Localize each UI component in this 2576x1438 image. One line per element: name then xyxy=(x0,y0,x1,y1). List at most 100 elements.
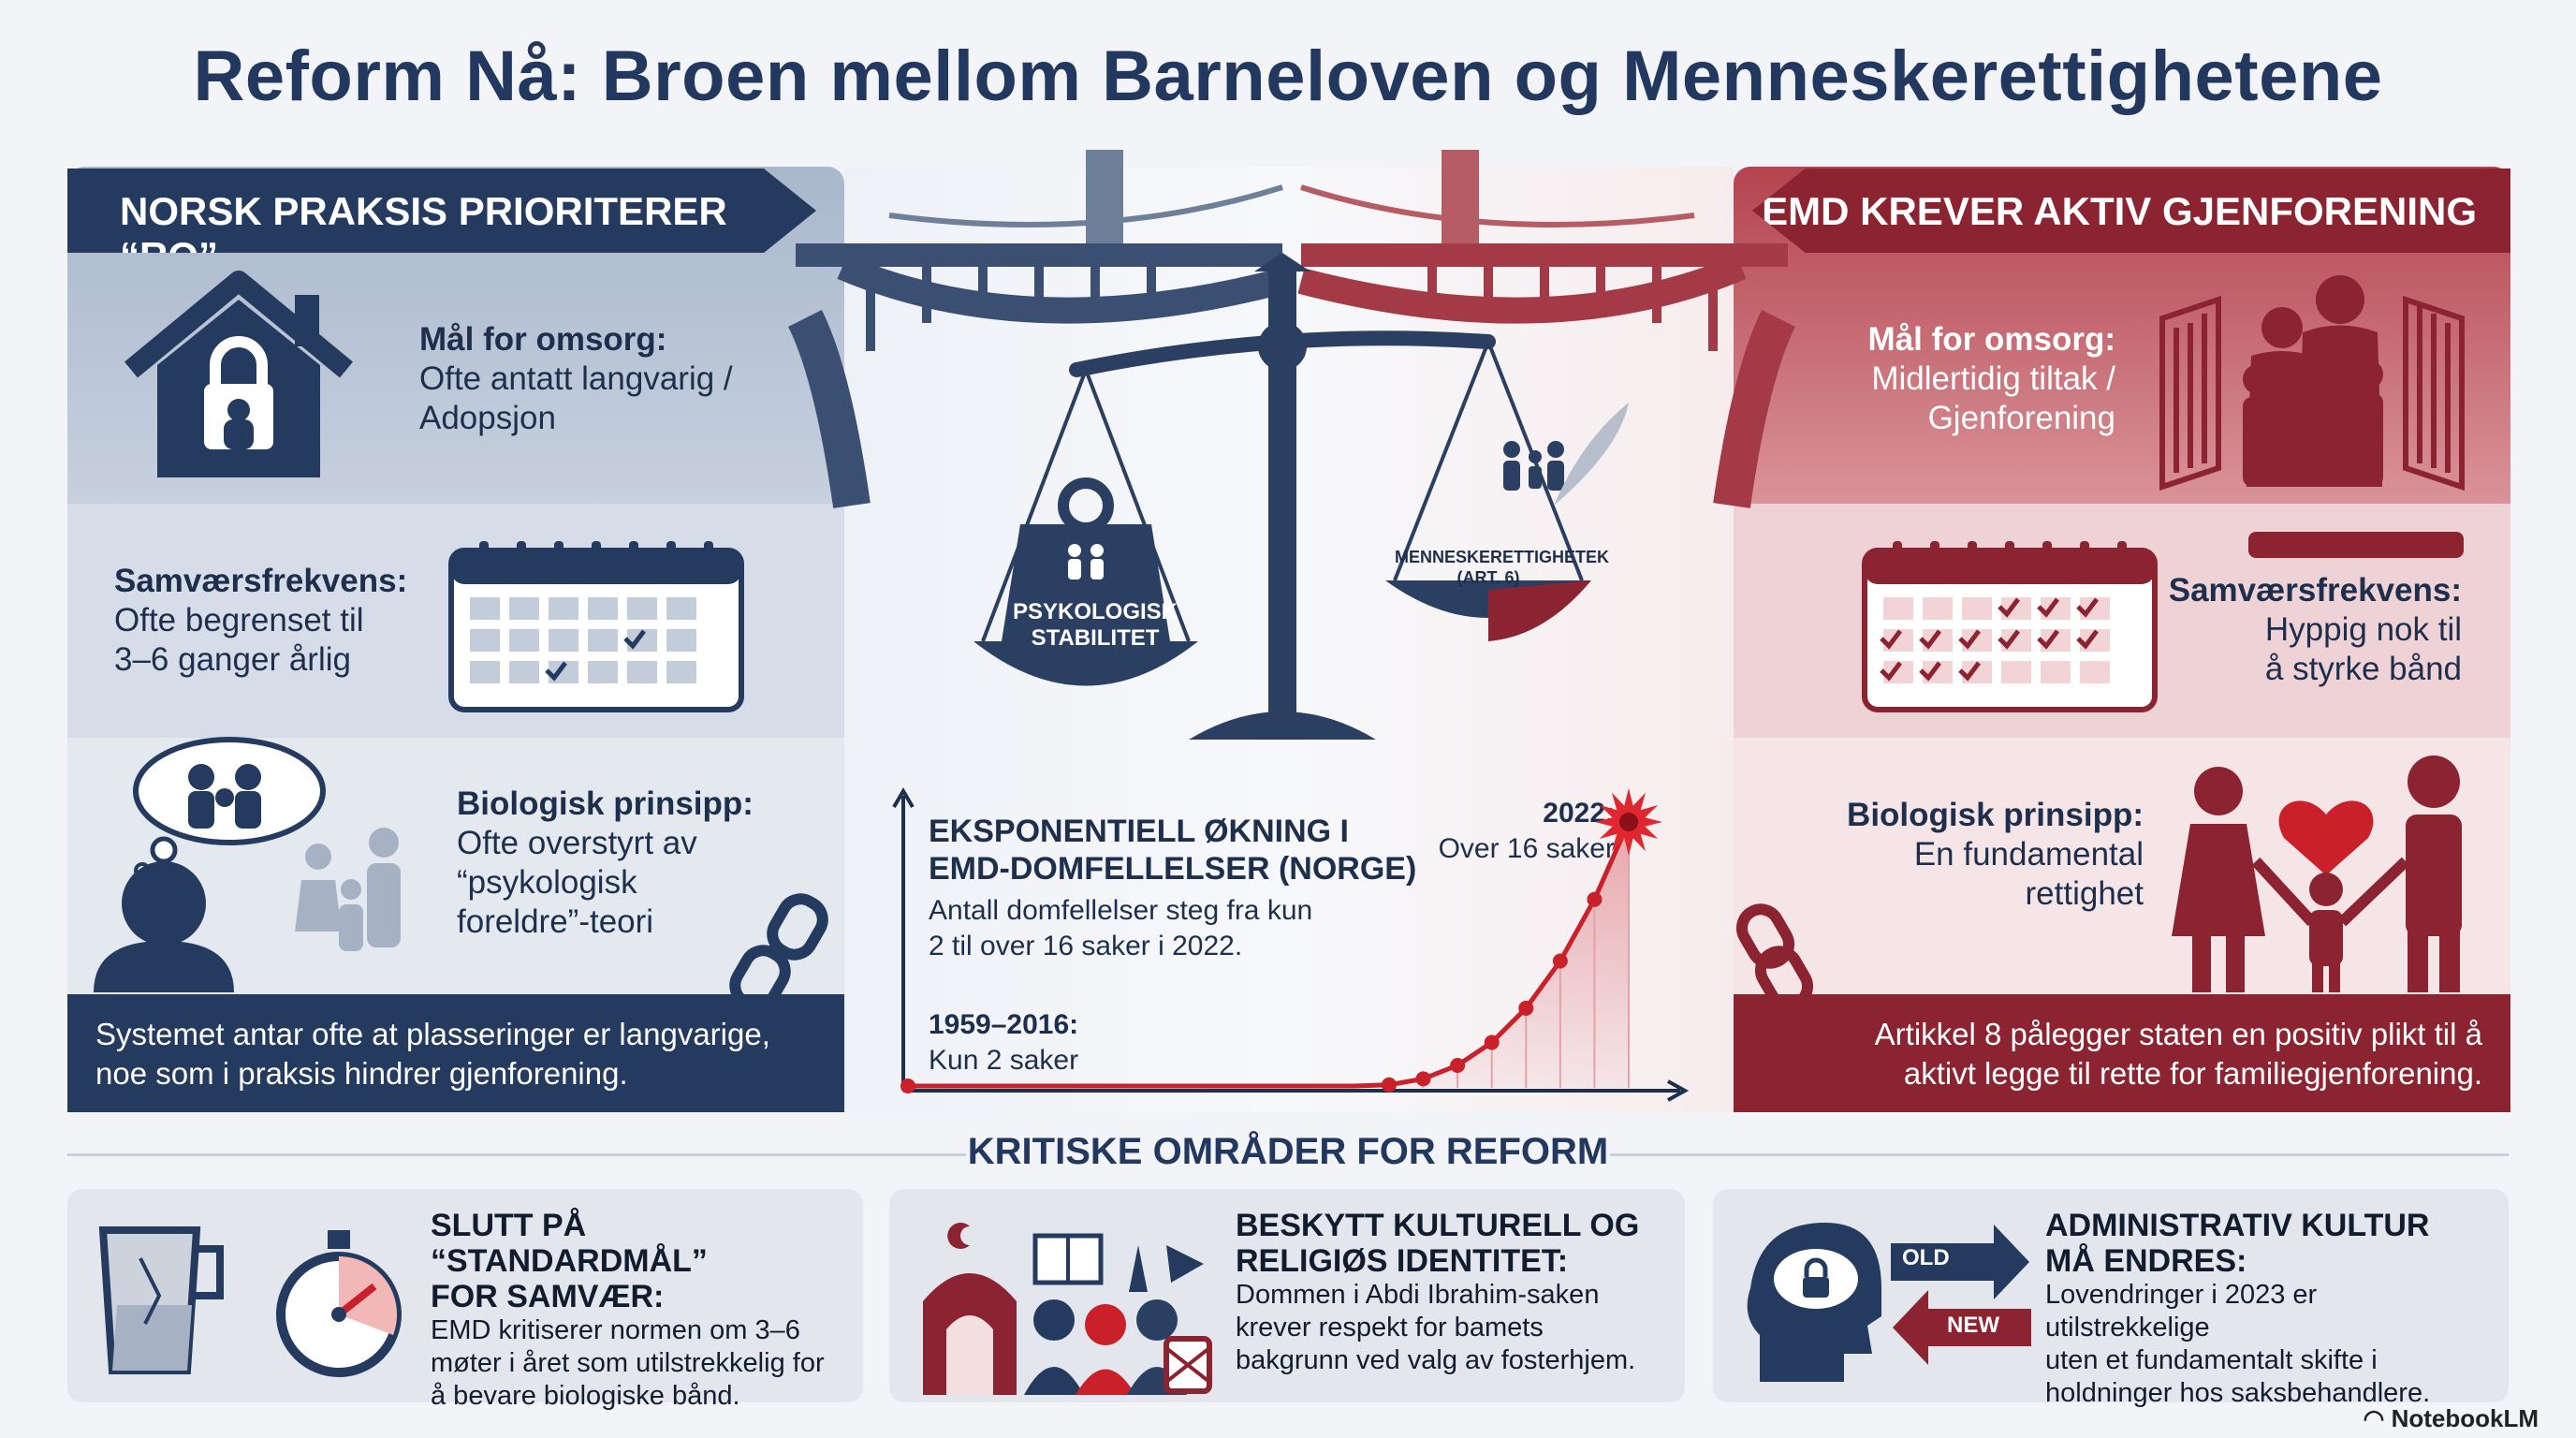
right-goal-text: Mål for omsorg: Midlertidig tiltak / Gje… xyxy=(1741,320,2115,438)
chart-series-line xyxy=(908,820,1632,1089)
old-new-arrows-icon xyxy=(1891,1225,2031,1365)
left-footer-line2: noe som i praksis hindrer gjenforening. xyxy=(95,1056,628,1091)
right-goal-line1: Midlertidig tiltak / xyxy=(1871,360,2115,397)
reform-card-culture-heading2: MÅ ENDRES: xyxy=(2045,1243,2247,1279)
reform-card-visitation-line1: EMD kritiserer normen om 3–6 xyxy=(431,1315,800,1345)
left-footer: Systemet antar ofte at plasseringer er l… xyxy=(67,994,844,1112)
left-goal-line1: Ofte antatt langvarig / xyxy=(419,360,733,397)
left-biology-label: Biologisk prinsipp: xyxy=(457,785,754,822)
reform-card-visitation-heading1: SLUTT PÅ “STANDARDMÅL” xyxy=(431,1208,708,1279)
right-goal-label: Mål for omsorg: xyxy=(1867,321,2115,358)
chart-title-line1: EKSPONENTIELL ØKNING I xyxy=(929,814,1349,849)
reform-card-culture-line2: uten et fundamentalt skifte i xyxy=(2045,1345,2378,1375)
scale-left-weight-line2: STABILITET xyxy=(1031,625,1160,651)
right-footer-line2: aktivt legge til rette for familiegjenfo… xyxy=(1903,1056,2482,1091)
chart-subtitle: Antall domfellelser steg fra kun 2 til o… xyxy=(929,893,1490,964)
left-goal-text: Mål for omsorg: Ofte antatt langvarig / … xyxy=(419,320,812,438)
divider-right xyxy=(1610,1153,2509,1156)
chart-title: EKSPONENTIELL ØKNING I EMD-DOMFELLELSER … xyxy=(929,813,1490,888)
calendar-frequent-icon xyxy=(1862,541,2158,712)
chart-subtitle-line1: Antall domfellelser steg fra kun xyxy=(929,895,1313,926)
chart-subtitle-line2: 2 til over 16 saker i 2022. xyxy=(929,931,1243,961)
brand-logo: ◠ NotebookLM xyxy=(2364,1404,2539,1433)
broken-chain-icon xyxy=(729,893,828,1012)
right-footer-line1: Artikkel 8 pålegger staten en positiv pl… xyxy=(1874,1017,2482,1051)
divider-left xyxy=(67,1153,966,1156)
scale-left-weight-line1: PSYKOLOGISK xyxy=(1012,599,1178,624)
bridge-and-scale-illustration xyxy=(787,150,1796,740)
child-thinking-family-icon xyxy=(94,737,401,992)
chart-point xyxy=(1552,953,1568,969)
right-frequency-line1: Hyppig nok til xyxy=(2264,611,2462,648)
chart-point xyxy=(900,1078,915,1093)
chart-end-point xyxy=(1619,813,1638,831)
reform-card-visitation: SLUTT PÅ “STANDARDMÅL” FOR SAMVÆR: EMD k… xyxy=(67,1189,863,1411)
chart-end-label-line2: Over 16 saker xyxy=(1438,833,1615,864)
left-frequency-line1: Ofte begrenset til xyxy=(114,602,364,638)
left-biology-line2: “psykologisk xyxy=(457,864,637,901)
cultural-identity-icon xyxy=(923,1223,1212,1395)
chart-area xyxy=(908,822,1629,1088)
reform-card-identity-line1: Dommen i Abdi Ibrahim-saken xyxy=(1236,1280,1600,1310)
page-title: Reform Nå: Broen mellom Barneloven og Me… xyxy=(193,37,2383,116)
reform-card-visitation-text: SLUTT PÅ “STANDARDMÅL” FOR SAMVÆR: EMD k… xyxy=(431,1208,852,1413)
reform-card-visitation-heading2: FOR SAMVÆR: xyxy=(431,1279,665,1314)
scale-right-pan-line1: MENNESKERETTIGHETEK xyxy=(1395,548,1610,566)
calendar-sparse-icon xyxy=(448,541,744,712)
left-frequency-text: Samværsfrekvens: Ofte begrenset til 3–6 … xyxy=(114,562,451,680)
right-frequency-line2: å styrke bånd xyxy=(2264,651,2462,687)
reform-card-identity: BESKYTT KULTURELL OG RELIGIØS IDENTITET:… xyxy=(889,1189,1685,1402)
scale-right-pan-line2: (ART. 6) xyxy=(1456,568,1520,587)
right-biology-text: Biologisk prinsipp: En fundamental retti… xyxy=(1807,796,2144,914)
left-header: NORSK PRAKSIS PRIORITERER “RO” xyxy=(67,169,816,253)
right-header: EMD KREVER AKTIV GJENFORENING xyxy=(1752,169,2510,253)
reform-card-visitation-line3: å bevare biologiske bånd. xyxy=(431,1381,740,1411)
left-biology-text: Biologisk prinsipp: Ofte overstyrt av “p… xyxy=(457,785,831,942)
reform-card-visitation-line2: møter i året som utilstrekkelig for xyxy=(431,1348,825,1378)
family-heart-icon xyxy=(2172,756,2462,992)
scale-left-weight-label: PSYKOLOGISK STABILITET xyxy=(1002,599,1189,652)
open-gate-family-icon xyxy=(2159,275,2465,492)
calendar-tab-icon xyxy=(2248,532,2464,558)
right-footer: Artikkel 8 pålegger staten en positiv pl… xyxy=(1734,994,2510,1112)
reform-card-culture-text: ADMINISTRATIV KULTUR MÅ ENDRES: Lovendri… xyxy=(2045,1208,2485,1410)
reform-card-culture-line1: Lovendringer i 2023 er utilstrekkelige xyxy=(2045,1280,2318,1343)
growth-chart xyxy=(892,787,1690,1102)
right-goal-line2: Gjenforening xyxy=(1927,400,2115,436)
reform-card-identity-line2: krever respekt for bamets xyxy=(1236,1313,1544,1343)
brand-name: NotebookLM xyxy=(2391,1404,2539,1432)
right-frequency-text: Samværsfrekvens: Hyppig nok til å styrke… xyxy=(2153,571,2462,689)
reform-card-culture: OLD NEW ADMINISTRATIV KULTUR MÅ ENDRES: … xyxy=(1713,1189,2509,1408)
head-lock-icon xyxy=(1747,1223,1881,1382)
reform-card-identity-heading2: RELIGIØS IDENTITET: xyxy=(1236,1243,1569,1279)
chart-start-label: 1959–2016: Kun 2 saker xyxy=(929,1007,1172,1078)
reform-card-identity-text: BESKYTT KULTURELL OG RELIGIØS IDENTITET:… xyxy=(1236,1208,1666,1377)
left-frequency-label: Samværsfrekvens: xyxy=(114,563,408,599)
reform-card-identity-line3: bakgrunn ved valg av fosterhjem. xyxy=(1236,1345,1636,1375)
bridge-left-icon xyxy=(787,150,1286,508)
chart-y-axis-arrow xyxy=(892,787,915,809)
right-biology-line2: rettighet xyxy=(2025,875,2144,912)
chart-point xyxy=(1518,1000,1534,1016)
chart-start-label-line1: 1959–2016: xyxy=(929,1009,1079,1040)
reform-card-identity-heading1: BESKYTT KULTURELL OG xyxy=(1236,1208,1640,1243)
chart-point xyxy=(1587,891,1603,907)
chart-start-label-line2: Kun 2 saker xyxy=(929,1045,1079,1076)
chart-point xyxy=(1415,1071,1431,1087)
left-footer-line1: Systemet antar ofte at plasseringer er l… xyxy=(95,1017,770,1051)
left-goal-line2: Adopsjon xyxy=(419,400,556,436)
new-label: NEW xyxy=(1947,1313,1999,1338)
chart-point xyxy=(1484,1034,1500,1050)
chart-point xyxy=(1381,1077,1397,1093)
notebooklm-icon: ◠ xyxy=(2363,1404,2392,1432)
scale-right-pan-label: MENNESKERETTIGHETEK (ART. 6) xyxy=(1395,547,1610,588)
left-frequency-line2: 3–6 ganger årlig xyxy=(114,641,351,678)
right-frequency-label: Samværsfrekvens: xyxy=(2168,572,2462,609)
reform-title: KRITISKE OMRÅDER FOR REFORM xyxy=(967,1131,1609,1172)
left-biology-line3: foreldre”-teori xyxy=(457,903,654,940)
reform-card-culture-line3: holdninger hos saksbehandlere. xyxy=(2045,1378,2431,1408)
chart-point xyxy=(1450,1057,1466,1073)
chart-x-axis-arrow xyxy=(1667,1079,1690,1102)
right-biology-line1: En fundamental xyxy=(1913,836,2144,873)
chart-title-line2: EMD-DOMFELLELSER (NORGE) xyxy=(929,851,1417,887)
